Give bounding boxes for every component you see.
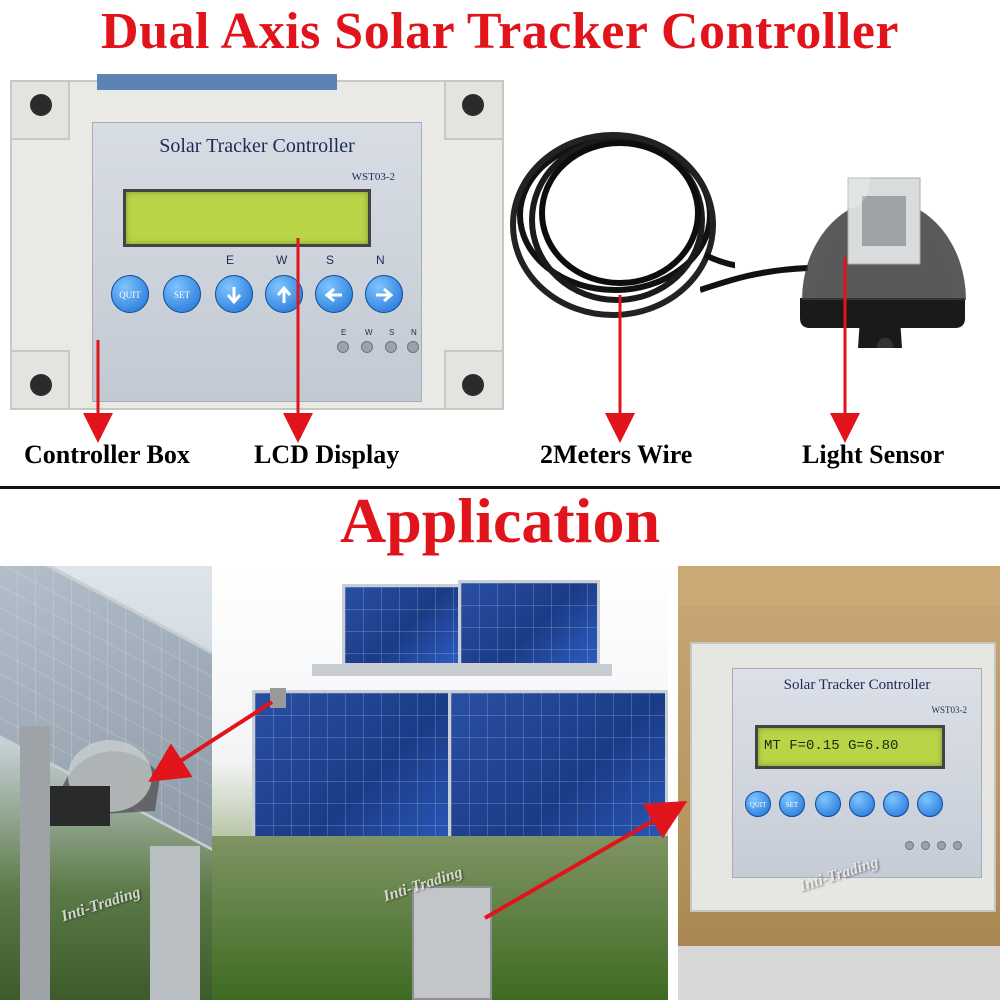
solar-panel [458,580,600,666]
arrow-up-icon [276,285,292,303]
controller-enclosure [412,886,492,1000]
wood-board [678,566,1000,606]
right-arrow-button [365,275,403,313]
light-sensor [800,148,966,348]
mounted-sensor [270,688,286,708]
down-arrow-button [815,791,841,817]
quit-button: QUIT [111,275,149,313]
mount-hole [30,94,52,116]
set-button: SET [779,791,805,817]
photo-solar-array: Inti-Trading [212,566,668,1000]
down-arrow-button [215,275,253,313]
controller-faceplate: Solar Tracker Controller WST03-2 QUIT SE… [92,122,422,402]
photo-installed-controller: Solar Tracker Controller WST03-2 MT F=0.… [678,566,1000,1000]
led-letter-n: N [411,328,417,337]
mount-hole [30,374,52,396]
led-letter-s: S [389,328,395,337]
up-arrow-button [265,275,303,313]
status-led [407,341,419,353]
status-led [953,841,962,850]
label-lcd-display: LCD Display [254,440,400,469]
photo-sensor-mounted: Inti-Trading [0,566,212,1000]
status-led [385,341,397,353]
mount-post [20,726,50,1000]
status-led [361,341,373,353]
led-letter-w: W [365,328,373,337]
arrow-left-icon [324,287,342,303]
label-light-sensor: Light Sensor [802,440,945,469]
mounted-sensor [50,740,160,826]
status-led [921,841,930,850]
quit-button: QUIT [745,791,771,817]
direction-letter-n: N [376,253,385,267]
section-divider [0,486,1000,489]
left-arrow-button [883,791,909,817]
enclosure-base [678,946,1000,1000]
arrow-right-icon [376,287,394,303]
status-led [905,841,914,850]
coiled-wire [510,132,735,318]
sensor-cable [700,265,809,293]
lcd-screen: MT F=0.15 G=6.80 [755,725,945,769]
controller-box: Solar Tracker Controller WST03-2 QUIT SE… [10,74,504,410]
faceplate-title: Solar Tracker Controller [159,135,355,157]
controller-faceplate: Solar Tracker Controller WST03-2 MT F=0.… [732,668,982,878]
solar-panel [342,584,462,666]
up-arrow-button [849,791,875,817]
faceplate-title: Solar Tracker Controller [783,677,931,693]
direction-letter-w: W [276,253,288,267]
top-terminal-block [97,74,337,90]
label-wire: 2Meters Wire [540,440,693,469]
led-letter-e: E [341,328,347,337]
mount-hole [462,94,484,116]
main-title: Dual Axis Solar Tracker Controller [101,3,899,60]
controller-box: Solar Tracker Controller WST03-2 MT F=0.… [690,642,996,912]
set-button: SET [163,275,201,313]
mount-hole [462,374,484,396]
model-number: WST03-2 [931,705,968,715]
watermark: Inti-Trading [59,883,143,926]
status-led [337,341,349,353]
mount-ear [10,80,70,140]
status-led [937,841,946,850]
direction-letter-s: S [326,253,335,267]
mount-post [150,846,200,1000]
application-title: Application [339,485,661,556]
arrow-down-icon [226,287,242,305]
direction-letter-e: E [226,253,235,267]
right-arrow-button [917,791,943,817]
lcd-screen [123,189,371,247]
model-number: WST03-2 [351,171,395,183]
left-arrow-button [315,275,353,313]
frame-bar [312,664,612,676]
label-controller-box: Controller Box [24,440,190,469]
